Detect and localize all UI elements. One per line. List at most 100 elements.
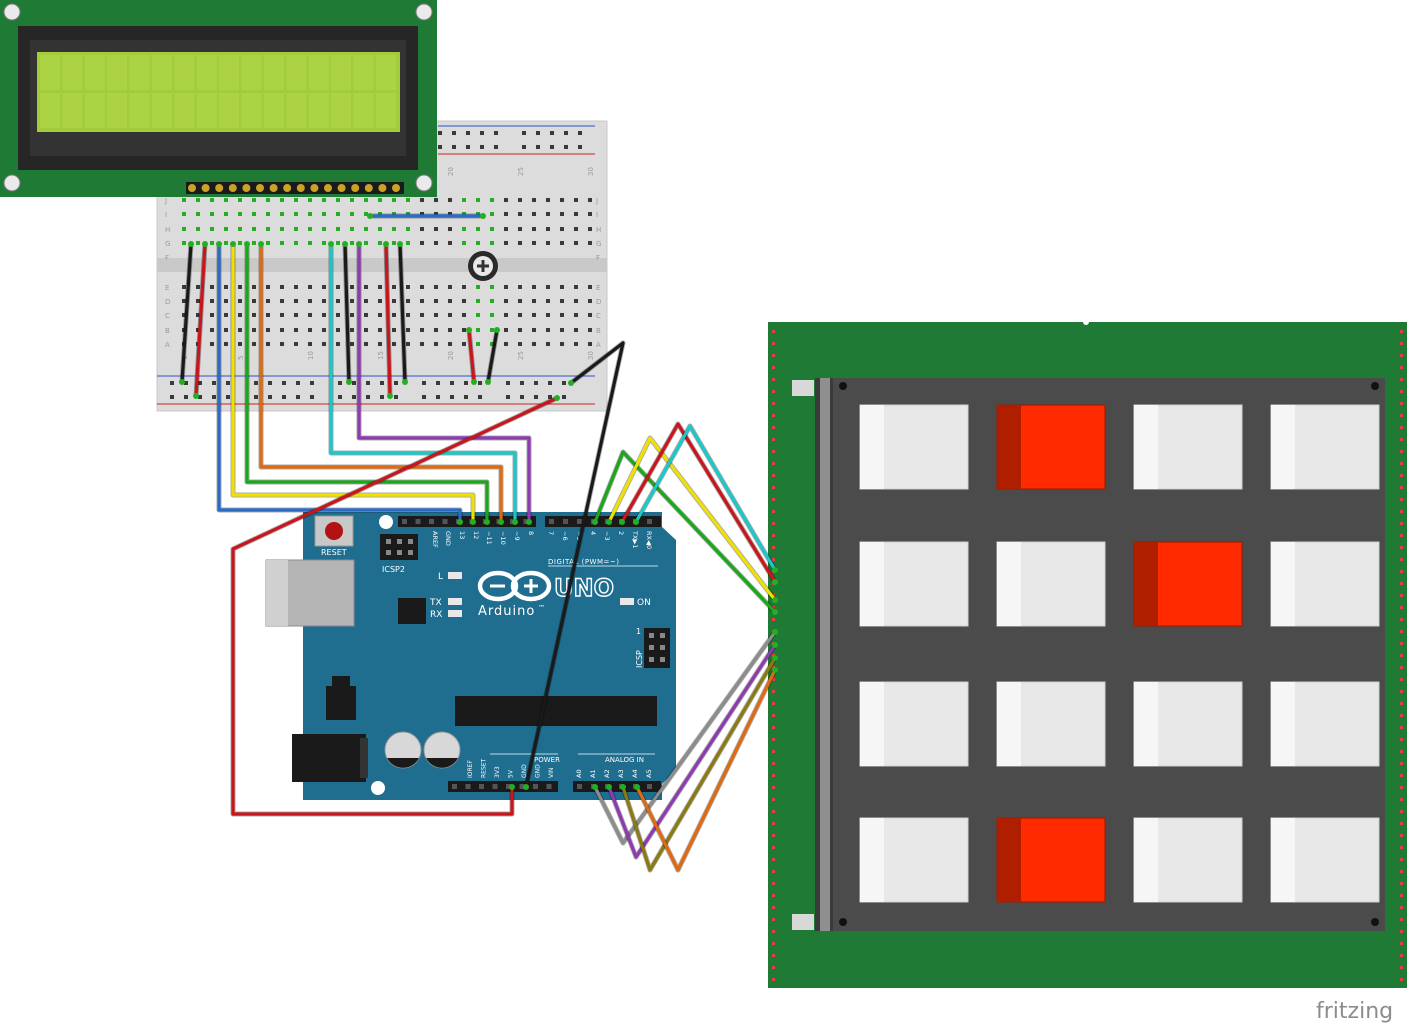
breadboard-hole-connected — [476, 198, 480, 202]
arduino-logo-icon — [477, 570, 552, 602]
wire-end — [356, 241, 362, 247]
rail-hole — [422, 381, 426, 385]
header-pin — [563, 519, 568, 524]
icsp-pin — [649, 645, 654, 650]
uno-label: UNO — [554, 574, 614, 602]
analog-pin-label: A2 — [603, 769, 611, 778]
breadboard-hole — [196, 313, 200, 317]
analog-pin-label: A5 — [645, 769, 653, 778]
lcd-pin-header — [186, 182, 404, 194]
edge-mark — [1400, 438, 1403, 441]
breadboard-hole — [364, 313, 368, 317]
lcd-character-cell — [219, 55, 240, 90]
breadboard-hole — [280, 342, 284, 346]
breadboard-hole — [574, 299, 578, 303]
rail-hole — [536, 145, 540, 149]
rail-hole — [438, 131, 442, 135]
lcd-pin — [337, 184, 346, 192]
keypad-key-pressed[interactable] — [996, 817, 1106, 903]
keypad-key[interactable] — [996, 681, 1106, 767]
keypad-key[interactable] — [996, 541, 1106, 627]
breadboard-hole-connected — [350, 227, 354, 231]
analog-header — [573, 781, 661, 792]
breadboard-hole — [434, 328, 438, 332]
breadboard-hole — [518, 241, 522, 245]
breadboard-hole — [546, 328, 550, 332]
breadboard-hole — [504, 241, 508, 245]
power-pin-label: GND — [535, 764, 542, 778]
breadboard-hole — [588, 212, 592, 216]
wire-path — [217, 242, 462, 524]
wire-path — [634, 424, 777, 572]
breadboard-hole — [238, 328, 242, 332]
icsp2-pin — [397, 539, 402, 544]
breadboard-hole — [504, 328, 508, 332]
lcd-character-cell — [174, 55, 195, 90]
lcd-character-cell — [84, 93, 105, 128]
breadboard-hole-connected — [238, 227, 242, 231]
header-pin — [492, 784, 498, 789]
breadboard-hole-connected — [476, 285, 480, 289]
breadboard-hole-connected — [378, 198, 382, 202]
breadboard-hole — [266, 313, 270, 317]
wire-path — [231, 242, 475, 524]
breadboard-hole — [350, 328, 354, 332]
rail-hole — [478, 395, 482, 399]
lcd-pin — [256, 184, 264, 192]
row-letter: C — [596, 312, 601, 320]
keypad-key[interactable] — [1133, 817, 1243, 903]
wire-end — [367, 213, 373, 219]
keypad-key[interactable] — [1133, 681, 1243, 767]
rail-hole — [494, 131, 498, 135]
breadboard-hole-connected — [476, 227, 480, 231]
keypad-key-pressed[interactable] — [1133, 541, 1243, 627]
digital-pin-label: ~3 — [603, 531, 611, 541]
icsp-pin — [660, 645, 665, 650]
keypad-key[interactable] — [1270, 681, 1380, 767]
keypad-key[interactable] — [1270, 541, 1380, 627]
edge-mark — [772, 762, 775, 765]
breadboard-hole-connected — [462, 241, 466, 245]
edge-mark — [1400, 966, 1403, 969]
breadboard-hole — [504, 313, 508, 317]
power-pin-label: VIN — [548, 768, 555, 778]
edge-mark — [772, 930, 775, 933]
breadboard-hole — [294, 299, 298, 303]
keypad-key[interactable] — [859, 817, 969, 903]
digital-pin-label: ~10 — [499, 531, 507, 545]
keypad-key[interactable] — [1133, 404, 1243, 490]
keypad-key[interactable] — [859, 681, 969, 767]
keypad-key[interactable] — [859, 541, 969, 627]
keypad-key[interactable] — [1270, 817, 1380, 903]
edge-mark — [772, 378, 775, 381]
potentiometer[interactable] — [468, 251, 498, 281]
breadboard-hole-connected — [364, 212, 368, 216]
reset-button[interactable] — [325, 522, 343, 540]
keypad-key[interactable] — [859, 404, 969, 490]
breadboard-hole — [574, 313, 578, 317]
breadboard-hole — [294, 313, 298, 317]
breadboard-hole-connected — [196, 212, 200, 216]
breadboard-hole-connected — [196, 198, 200, 202]
edge-mark — [772, 714, 775, 717]
rail-hole — [184, 381, 188, 385]
breadboard-hole-connected — [308, 198, 312, 202]
breadboard-hole-connected — [196, 227, 200, 231]
edge-mark — [772, 390, 775, 393]
breadboard-hole — [406, 342, 410, 346]
header-pin — [546, 784, 552, 789]
breadboard-hole-connected — [462, 198, 466, 202]
breadboard-hole — [504, 212, 508, 216]
edge-mark — [1400, 630, 1403, 633]
keypad-key[interactable] — [1270, 404, 1380, 490]
breadboard-hole — [462, 313, 466, 317]
key-side — [1134, 542, 1158, 626]
rail-hole — [536, 131, 540, 135]
keypad-key-pressed[interactable] — [996, 404, 1106, 490]
breadboard-hole — [238, 313, 242, 317]
breadboard-hole — [210, 285, 214, 289]
icsp2-pin — [408, 550, 413, 555]
wire-lcd-d4 — [258, 241, 504, 525]
breadboard-hole-connected — [364, 227, 368, 231]
